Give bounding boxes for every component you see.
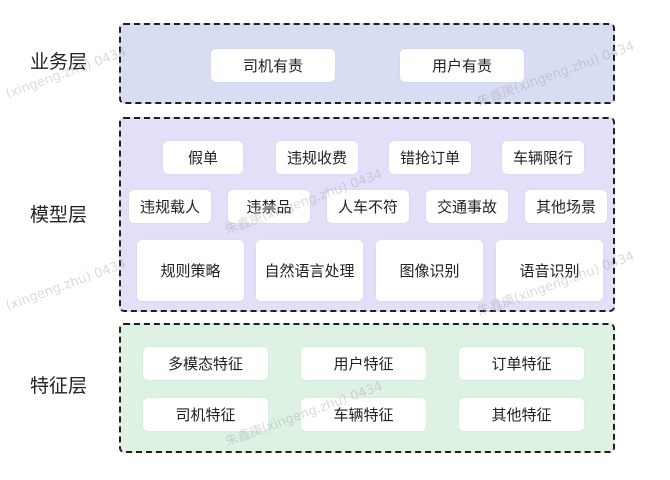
model-box-rule-strategy: 规则策略 (137, 240, 244, 301)
model-box-speech-recognition: 语音识别 (496, 240, 603, 301)
layer-label-business: 业务层 (30, 51, 88, 73)
model-box-contraband: 违禁品 (228, 190, 310, 223)
model-box-other-scenarios: 其他场景 (525, 190, 607, 223)
model-box-traffic-accident: 交通事故 (426, 190, 508, 223)
feature-box-order: 订单特征 (459, 347, 584, 380)
feature-box-vehicle: 车辆特征 (301, 398, 426, 431)
feature-box-user: 用户特征 (301, 347, 426, 380)
model-box-nlp: 自然语言处理 (256, 240, 363, 301)
model-box-image-recognition: 图像识别 (376, 240, 483, 301)
model-box-vehicle-restriction: 车辆限行 (502, 141, 584, 174)
business-box-driver-fault: 司机有责 (211, 49, 335, 82)
model-box-fake-order: 假单 (163, 141, 243, 174)
watermark: (xingeng.zhu) 0434 (4, 256, 129, 315)
business-layer-panel (119, 23, 615, 104)
model-box-illegal-passenger: 违规载人 (129, 190, 211, 223)
feature-layer-panel (119, 323, 615, 453)
feature-box-other: 其他特征 (459, 398, 584, 431)
feature-box-driver: 司机特征 (143, 398, 268, 431)
model-box-illegal-charge: 违规收费 (276, 141, 358, 174)
model-box-wrong-grab-order: 错抢订单 (389, 141, 471, 174)
layer-label-model: 模型层 (30, 204, 88, 226)
business-box-user-fault: 用户有责 (400, 49, 524, 82)
layer-label-feature: 特征层 (30, 375, 88, 397)
model-box-person-vehicle-mismatch: 人车不符 (327, 190, 409, 223)
feature-box-multimodal: 多模态特征 (143, 347, 268, 380)
